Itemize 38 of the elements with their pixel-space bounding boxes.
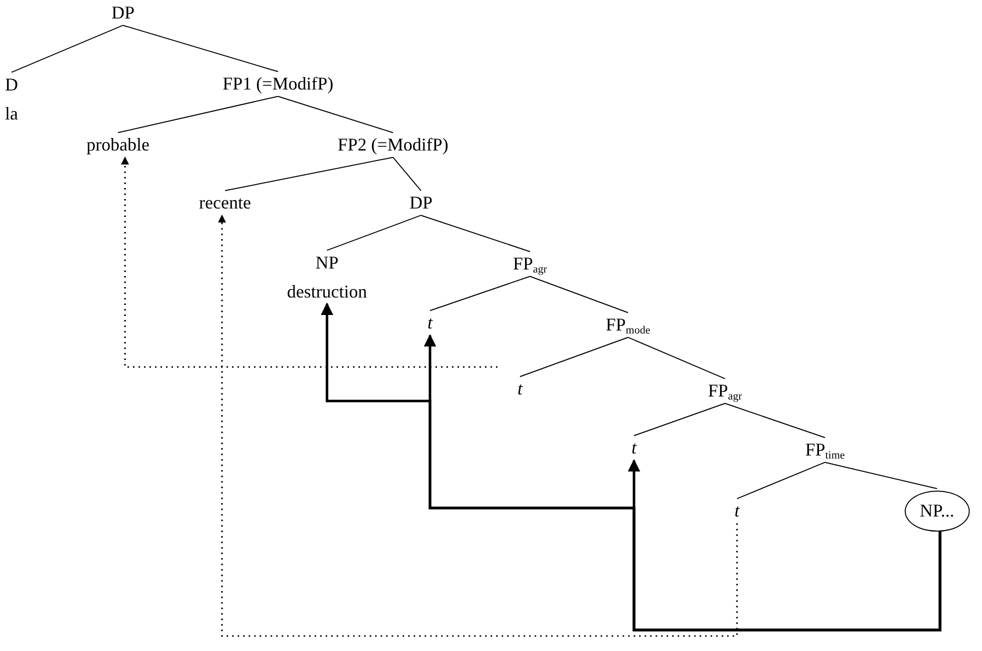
node-label: FP$_{mode}$	[604, 314, 652, 336]
node-label: NP	[316, 252, 338, 273]
node-label: FP$_{agr}$	[510, 254, 550, 274]
trace-label: t	[630, 438, 638, 458]
tree-branch	[392, 156, 422, 192]
trace-label: t	[426, 312, 434, 334]
tree-branch	[11, 24, 124, 73]
node-label: FP$_{agr}$	[706, 380, 744, 402]
tree-branch	[122, 24, 278, 72]
tree-branch	[224, 156, 394, 192]
tree-branch	[520, 336, 628, 378]
node-label: D	[5, 74, 18, 95]
tree-branch	[628, 336, 726, 380]
trace-label: t	[516, 378, 524, 400]
tree-branch	[724, 402, 826, 438]
movement-arrow	[121, 156, 498, 368]
word-label: la	[5, 103, 18, 124]
tree-branch	[736, 462, 826, 500]
node-label: DP	[408, 192, 434, 214]
tree-branch	[430, 276, 530, 312]
tree-branch	[824, 462, 938, 490]
tree-branch	[326, 214, 422, 251]
tree-branch	[278, 96, 394, 134]
circled-node: NP...	[904, 490, 970, 532]
node-label: FP2 (=ModifP)	[336, 134, 450, 156]
tree-branch	[530, 276, 628, 314]
tree-branch	[634, 402, 726, 436]
node-label: probable	[84, 134, 152, 156]
word-label: destruction	[287, 281, 367, 302]
node-label: recente	[197, 192, 253, 214]
node-label: DP	[110, 2, 136, 24]
node-label: FP1 (=ModifP)	[220, 74, 336, 94]
tree-branch	[420, 214, 530, 252]
node-label: FP$_{time}$	[803, 440, 847, 460]
movement-arrow	[218, 214, 738, 637]
tree-branch	[118, 96, 278, 134]
trace-label: t	[732, 500, 742, 522]
movement-arrow	[320, 302, 942, 632]
